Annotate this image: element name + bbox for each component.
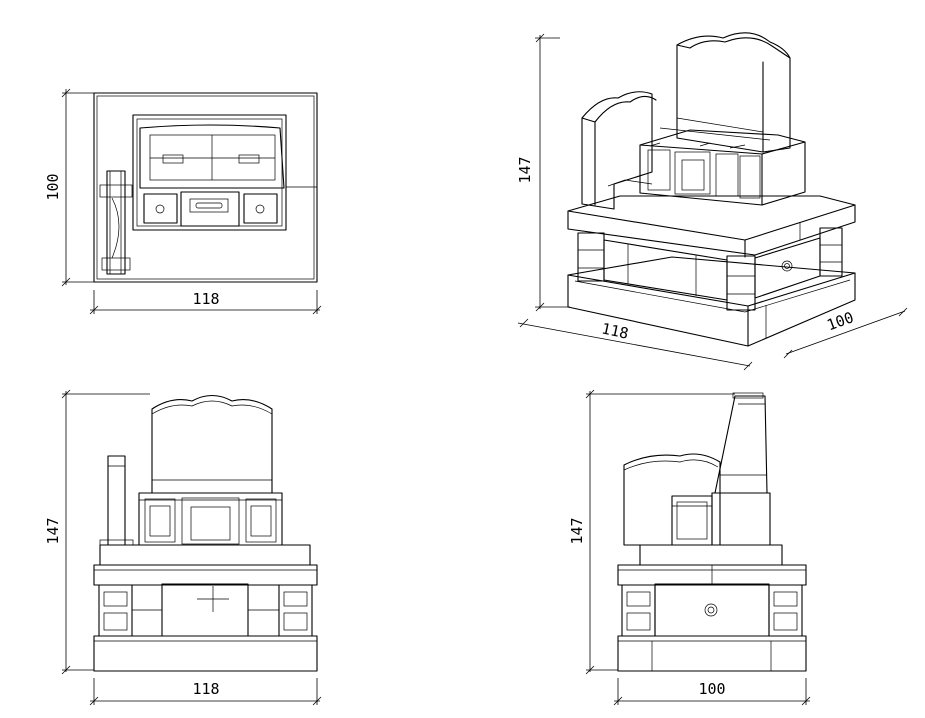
side-view xyxy=(617,392,807,672)
iso-height-label: 147 xyxy=(516,156,534,183)
side-view-height-label: 147 xyxy=(568,517,586,544)
top-view-width-label: 118 xyxy=(192,290,219,308)
top-view xyxy=(93,92,318,283)
top-view-dimensions: 100 118 xyxy=(44,88,322,315)
front-view xyxy=(93,394,318,672)
side-view-depth-label: 100 xyxy=(698,680,725,698)
top-view-depth-label: 100 xyxy=(44,173,62,200)
front-view-dimensions: 147 118 xyxy=(44,389,322,706)
front-view-width-label: 118 xyxy=(192,680,219,698)
front-view-height-label: 147 xyxy=(44,517,62,544)
isometric-view xyxy=(567,32,856,347)
isometric-dimensions: 147 118 100 xyxy=(516,33,908,371)
iso-width-label: 118 xyxy=(600,319,630,342)
side-view-dimensions: 147 100 xyxy=(568,389,811,706)
